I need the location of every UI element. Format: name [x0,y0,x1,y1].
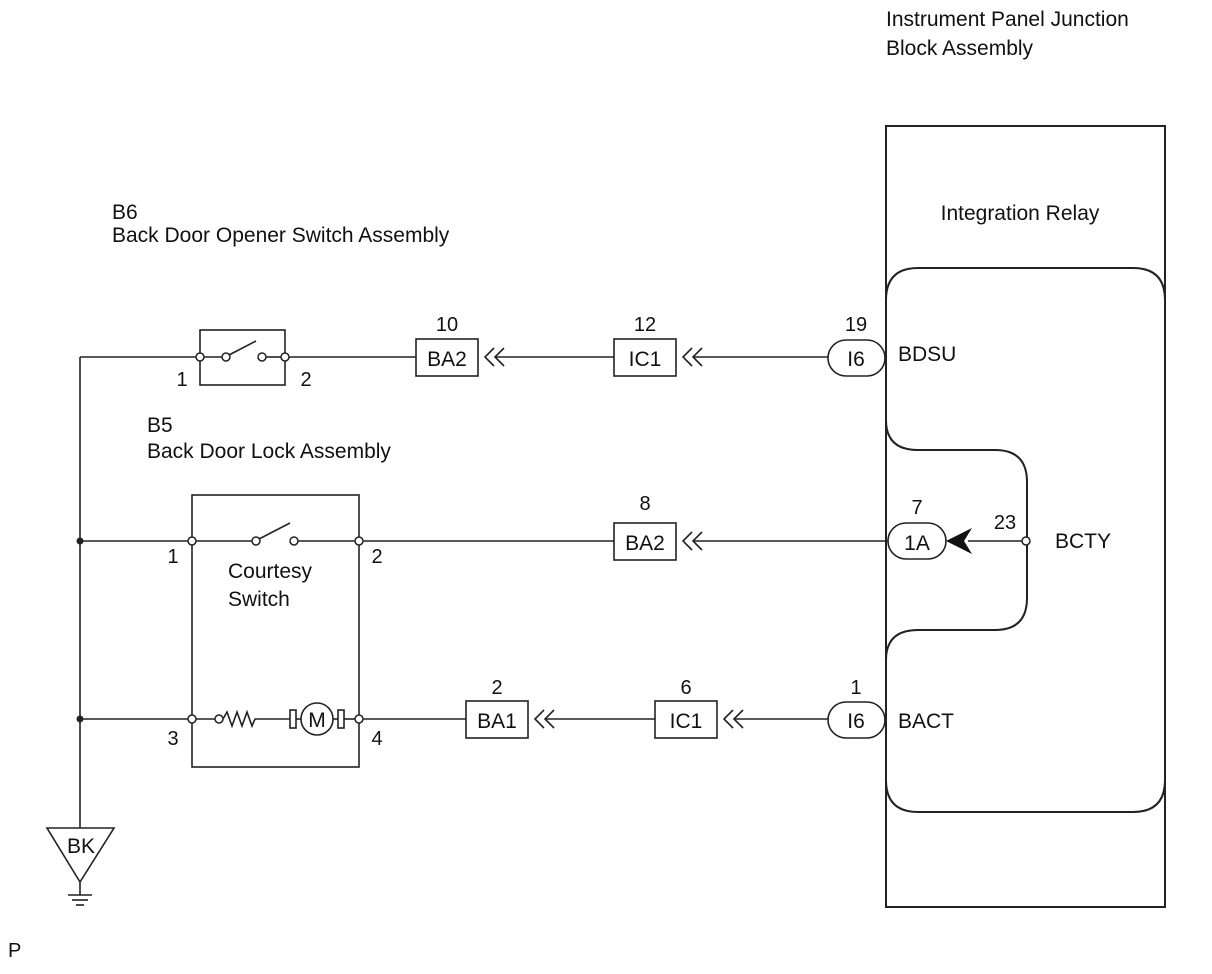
b5-pin4-label: 4 [371,728,382,750]
b6-switch-lever [228,340,257,356]
b6-name: Back Door Opener Switch Assembly [112,224,450,247]
b5-terminal-3 [187,714,197,724]
ground-icon [68,894,92,906]
b5-pin3-label: 3 [167,728,178,750]
motor-label: M [308,709,326,732]
b6-pin2-label: 2 [300,369,311,391]
splice-dot-bottom [76,715,84,723]
b6-terminal-2 [280,352,290,362]
connector-ic1-bot-label: IC1 [670,710,703,733]
connector-i6-top-pin: 19 [845,314,867,336]
connector-ba1-pin: 2 [491,677,502,699]
b5-resistor-node [214,714,224,724]
connector-ic1-top-pin: 12 [634,314,656,336]
bcty-terminal [1021,536,1031,546]
b5-terminal-2 [354,536,364,546]
ipjb-title-line2: Block Assembly [886,37,1034,60]
motor-brush-left [289,709,297,729]
connector-1a-arrow [946,528,972,554]
junction-block-outline [885,125,1166,908]
pin-label-bdsu: BDSU [898,343,956,366]
bcty-pin-number: 23 [994,512,1016,534]
connector-i6-top-label: I6 [847,348,865,371]
connector-1a-label: 1A [904,532,930,555]
connector-ba2-top [415,338,479,377]
connector-ic1-top-label: IC1 [629,348,662,371]
courtesy-switch-label-line2: Switch [228,588,290,611]
connector-ba2-mid-pin: 8 [639,493,650,515]
connector-i6-bot-pin: 1 [850,677,861,699]
connector-ic1-top [613,338,677,377]
connector-ic1-bot-pin: 6 [680,677,691,699]
b5-pin1-label: 1 [167,546,178,568]
connector-ba2-mid [613,522,677,561]
resistor-icon [222,709,290,729]
integration-relay-outline [885,267,1166,813]
b6-terminal-1 [195,352,205,362]
connector-i6-bot-label: I6 [847,710,865,733]
b6-switch-contact-b [257,352,267,362]
connector-i6-bot [827,701,886,739]
b5-terminal-1 [187,536,197,546]
b5-courtesy-contact-b [289,536,299,546]
b5-lock-box [191,494,360,768]
footer-mark: P [8,940,21,962]
splice-dot-middle [76,537,84,545]
b6-pin1-label: 1 [176,369,187,391]
connector-1a-pin: 7 [911,497,922,519]
ground-triangle [45,827,116,884]
ipjb-title-line1: Instrument Panel Junction [886,8,1129,31]
b5-code: B5 [147,414,173,437]
b5-terminal-4 [354,714,364,724]
courtesy-switch-label-line1: Courtesy [228,560,313,583]
integration-relay-label: Integration Relay [941,202,1100,225]
ground-label: BK [67,835,95,858]
connector-ba2-mid-label: BA2 [625,532,665,555]
pin-label-bcty: BCTY [1055,530,1111,553]
connector-ba1-label: BA1 [477,710,517,733]
connector-ba1 [465,700,529,739]
b5-pin2-label: 2 [371,546,382,568]
b5-courtesy-contact-a [251,536,261,546]
connector-ba2-top-label: BA2 [427,348,467,371]
motor-brush-right [337,709,345,729]
connector-ba2-top-pin: 10 [436,314,458,336]
b6-code: B6 [112,201,138,224]
connector-i6-top [827,339,886,377]
b5-courtesy-lever [258,522,291,540]
pin-label-bact: BACT [898,710,954,733]
connector-ic1-bot [654,700,718,739]
b6-switch-contact-a [221,352,231,362]
b5-name: Back Door Lock Assembly [147,440,391,463]
